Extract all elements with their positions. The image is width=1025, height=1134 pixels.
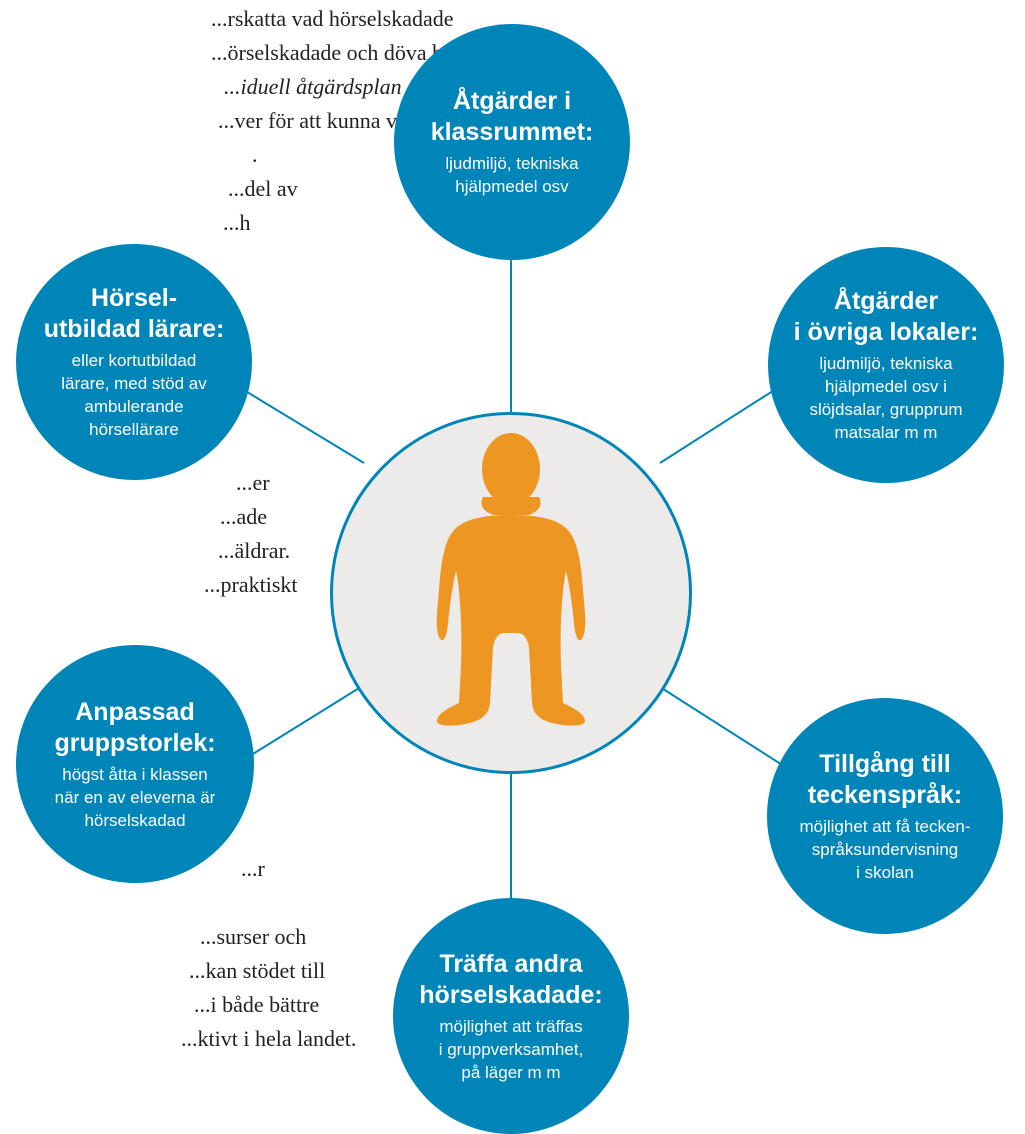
body-text-line: ...surser och	[200, 924, 307, 949]
body-text-line: ...äldrar.	[218, 538, 291, 563]
bubble-title: utbildad lärare:	[43, 315, 225, 343]
bubble-description: högst åtta i klassen när en av eleverna …	[54, 764, 216, 830]
bubble-title: Anpassad	[75, 697, 195, 726]
bubble-title: Träffa andra	[439, 949, 583, 978]
bubble-group-size: Anpassad gruppstorlek: högst åtta i klas…	[16, 645, 254, 883]
bubble-other-rooms: Åtgärder i övriga lokaler: ljudmiljö, te…	[768, 247, 1004, 483]
bubble-description: ljudmiljö, tekniska hjälpmedel osv i slö…	[809, 354, 963, 442]
bubble-title: Hörsel-	[90, 284, 178, 312]
bubble-description: ljudmiljö, tekniska hjälpmedel osv	[445, 154, 579, 196]
bubble-title: klassrummet:	[430, 118, 594, 146]
bubble-title: hörselskadade:	[419, 980, 603, 1009]
body-text-line: ...r	[241, 856, 265, 881]
bubble-meet-others: Träffa andra hörselskadade: möjlighet at…	[393, 898, 629, 1134]
bubble-title: teckenspråk:	[807, 780, 963, 809]
body-text-line: ...rskatta vad hörselskadade	[211, 6, 454, 31]
body-text-line: .	[252, 142, 258, 167]
connector-teacher	[233, 383, 365, 464]
body-text-line: ...ktivt i hela landet.	[181, 1026, 357, 1051]
connector-other-rooms	[659, 379, 791, 464]
body-text-line: ...iduell åtgärdsplan som	[224, 74, 443, 99]
connector-group-size	[239, 684, 365, 763]
body-text-line: ...ver för att kunna vara	[218, 108, 424, 133]
bubble-title: i övriga lokaler:	[793, 318, 979, 346]
body-text-line: ...ade	[220, 504, 268, 529]
body-text-line: ...er	[236, 470, 270, 495]
body-text-line: ...del av	[228, 176, 298, 201]
body-text-line: ...praktiskt	[204, 572, 298, 597]
center-circle	[330, 412, 692, 774]
bubble-title: Åtgärder i	[452, 87, 572, 115]
bubble-title: gruppstorlek:	[54, 728, 216, 757]
body-text-line: ...h	[223, 210, 251, 235]
body-text-line: ...örselskadade och döva barn	[211, 40, 472, 65]
body-text-line: ...kan stödet till	[189, 958, 326, 983]
bubble-title: Åtgärder	[833, 287, 939, 315]
bubble-teacher: Hörsel- utbildad lärare: eller kortutbil…	[16, 244, 252, 480]
bubble-title: Tillgång till	[819, 749, 951, 778]
bubble-description: eller kortutbildad lärare, med stöd av a…	[61, 351, 207, 439]
connector-sign-language	[659, 686, 788, 769]
bubble-description: möjlighet att få tecken- språksundervisn…	[799, 816, 971, 882]
bubble-classroom: Åtgärder i klassrummet: ljudmiljö, tekni…	[394, 24, 630, 260]
body-text-line: ...i både bättre	[194, 992, 320, 1017]
bubble-description: möjlighet att träffas i gruppverksamhet,…	[438, 1016, 584, 1082]
bubble-sign-language: Tillgång till teckenspråk: möjlighet att…	[767, 698, 1003, 934]
child-figure-icon	[436, 433, 586, 726]
